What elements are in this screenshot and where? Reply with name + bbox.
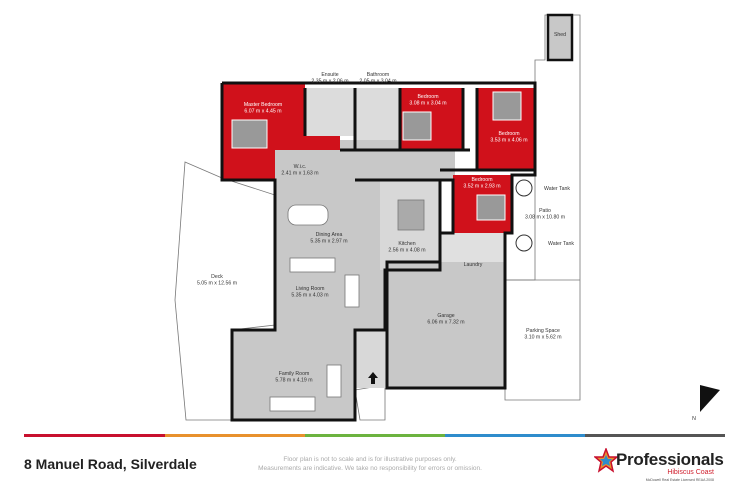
water-tank-icon: [515, 234, 533, 252]
north-label: N: [692, 416, 696, 422]
wic-floor: [280, 150, 335, 180]
bedroom-2-label: Bedroom: [498, 131, 519, 137]
parking-label: Parking Space: [526, 328, 560, 334]
bathroom-label: Bathroom: [367, 72, 390, 78]
svg-text:W.i.c.2.41 m x 1.63 m: W.i.c.2.41 m x 1.63 m: [281, 164, 318, 177]
bedroom-3-label: Bedroom: [471, 177, 492, 183]
bed-icon: [231, 119, 268, 149]
garage-floor: [387, 262, 505, 388]
patio-label: Patio: [539, 208, 551, 214]
shed-label: Shed: [554, 32, 566, 38]
water-tank-1-label: Water Tank: [544, 186, 570, 192]
sofa-icon: [269, 396, 316, 412]
dining-label: Dining Area: [316, 232, 343, 238]
bed-icon: [402, 111, 432, 141]
shed: [546, 13, 574, 62]
bedroom-1-label: Bedroom: [417, 94, 438, 100]
bathroom-floor: [355, 88, 400, 150]
disclaimer-line-1: Floor plan is not to scale and is for il…: [283, 456, 457, 463]
parking-size: 3.10 m x 5.62 m: [524, 335, 561, 341]
professionals-logo: Professionals Hibiscus Coast McDowell Re…: [594, 448, 724, 488]
dining-table-icon: [287, 204, 329, 226]
licence-text: McDowell Real Estate Licensed REAA 2008: [645, 478, 714, 482]
ensuite-size: 2.35 m x 2.06 m: [311, 79, 348, 85]
color-bar-orange: [165, 434, 305, 437]
bed-icon: [476, 194, 506, 221]
bathroom-size: 2.05 m x 3.04 m: [359, 79, 396, 85]
bedroom-2-size: 3.53 m x 4.06 m: [490, 138, 527, 144]
armchair-icon: [344, 274, 360, 308]
hallway-floor: [340, 150, 455, 180]
color-bar-grey: [585, 434, 725, 437]
north-arrow-icon: [700, 385, 720, 412]
kitchen-size: 2.56 m x 4.08 m: [388, 248, 425, 254]
wic-size: 2.41 m x 1.63 m: [281, 171, 318, 177]
color-bar-blue: [445, 434, 585, 437]
deck-label: Deck: [211, 274, 223, 280]
star-logo-icon: [594, 448, 618, 473]
disclaimer-line-2: Measurements are indicative. We take no …: [258, 465, 482, 472]
living-dining-floor: [275, 140, 440, 330]
kitchen-label: Kitchen: [398, 241, 415, 247]
bedroom-3-size: 3.52 m x 2.93 m: [463, 184, 500, 190]
master-bedroom-size: 6.07 m x 4.45 m: [244, 109, 281, 115]
ensuite-label: Ensuite: [321, 72, 338, 78]
water-tank-icon: [515, 179, 533, 197]
bed-icon: [492, 91, 522, 121]
water-tank-2-label: Water Tank: [548, 241, 574, 247]
color-bar-red: [24, 434, 165, 437]
master-bedroom-floor: [222, 83, 340, 180]
master-bedroom-label: Master Bedroom: [244, 102, 282, 108]
bedroom-1-size: 3.08 m x 3.04 m: [409, 101, 446, 107]
ensuite-floor: [305, 88, 355, 136]
exterior-walls: [220, 81, 537, 422]
dining-size: 5.35 m x 2.97 m: [310, 239, 347, 245]
family-label: Family Room: [279, 371, 310, 377]
branch-name: Hibiscus Coast: [667, 469, 714, 476]
entry-path: [354, 384, 386, 421]
living-label: Living Room: [296, 286, 325, 292]
color-bar-green: [305, 434, 445, 437]
sofa-icon: [289, 257, 336, 273]
laundry-label: Laundry: [464, 262, 483, 268]
patio-size: 3.08 m x 10.80 m: [525, 215, 565, 221]
entry-arrow-icon: [368, 372, 378, 384]
garage-label: Garage: [437, 313, 454, 319]
armchair-icon: [326, 364, 342, 398]
brand-name: Professionals: [616, 450, 724, 469]
garage-size: 6.06 m x 7.32 m: [427, 320, 464, 326]
kitchen-island-icon: [397, 199, 425, 231]
family-size: 5.78 m x 4.19 m: [275, 378, 312, 384]
wic-label: W.i.c.: [294, 164, 307, 170]
property-address: 8 Manuel Road, Silverdale: [24, 456, 197, 472]
deck-size: 5.05 m x 12.56 m: [197, 281, 237, 287]
living-size: 5.35 m x 4.03 m: [291, 293, 328, 299]
disclaimer: Floor plan is not to scale and is for il…: [250, 455, 490, 473]
